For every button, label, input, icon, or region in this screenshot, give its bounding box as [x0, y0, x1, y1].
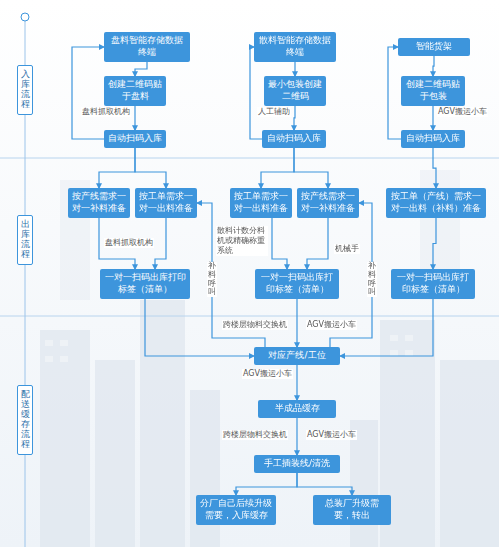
flow-arrow	[294, 62, 295, 77]
box-text: 出库流程	[21, 220, 30, 260]
annotation-label: 跨楼层物料交换机	[222, 320, 288, 330]
box-text: 分厂自己后续升级需要，入库缓存	[200, 498, 272, 521]
box-text: 手工插装线/清洗	[258, 458, 336, 470]
process-box: 半成品缓存	[258, 400, 336, 418]
box-text: 创建二维码贴于包装	[405, 79, 461, 102]
flow-arrow	[433, 56, 434, 77]
process-box: 按产线需求一对一补料准备	[68, 188, 130, 217]
process-box: 盘料智能存储数据终端	[104, 32, 190, 61]
annotation-label: 机械手	[334, 244, 360, 254]
process-box: 分厂自己后续升级需要，入库缓存	[196, 495, 276, 524]
flow-arrow	[388, 47, 401, 139]
flow-arrow	[307, 218, 328, 270]
process-box: 按工单需求一对一出料准备	[230, 188, 292, 217]
annotation-label: 跨楼层物料交换机	[222, 430, 288, 440]
annotation-label: AGV搬运小车	[306, 320, 357, 330]
flow-arrow	[155, 218, 166, 270]
flow-arrow	[272, 218, 287, 270]
flow-arrow	[261, 148, 294, 189]
box-text: 按工单需求一对一出料准备	[234, 191, 288, 214]
process-box: 创建二维码贴于包装	[401, 76, 465, 105]
box-text: 按产线需求一对一补料准备	[72, 191, 126, 214]
annotation-label: 散料计数分料机或精确称重系统	[216, 226, 268, 256]
process-box: 散料智能存储数据终端	[254, 32, 336, 61]
edge-label: AGV搬运小车	[437, 107, 488, 117]
process-box: 按工单（产线）需求一对一出料（补料）准备	[386, 188, 486, 217]
box-text: 自动扫码入库	[108, 133, 162, 145]
process-box: 自动扫码入库	[104, 130, 166, 148]
process-box: 一对一扫码出库打印标签（清单）	[100, 269, 190, 298]
process-box: 总装厂升级需要，转出	[313, 495, 391, 524]
box-text: 入库流程	[21, 70, 30, 110]
process-box: 自动扫码入库	[401, 130, 465, 148]
flow-arrow	[433, 218, 436, 270]
process-box: 按工单需求一对一出料准备	[135, 188, 197, 217]
annotation-label: AGV搬运小车	[306, 430, 357, 440]
process-box: 一对一扫码出库打印标签（清单）	[391, 269, 475, 298]
stage-label-box: 入库流程	[17, 65, 33, 115]
flow-arrow	[296, 418, 297, 455]
box-text: 散料智能存储数据终端	[258, 35, 332, 58]
flow-arrow	[296, 299, 297, 348]
process-box: 最小包装创建二维码	[264, 76, 326, 105]
flow-arrow	[135, 62, 147, 77]
flow-arrow	[294, 148, 328, 189]
annotation-label: 补料呼叫	[207, 262, 217, 297]
box-text: 最小包装创建二维码	[268, 79, 322, 102]
edge-label: 人工辅助	[257, 107, 291, 117]
flow-arrow	[135, 148, 166, 189]
process-box: 对应产线/工位	[254, 347, 340, 365]
edge-label: 盘料抓取机构	[81, 107, 131, 117]
box-text: 按工单需求一对一出料准备	[139, 191, 193, 214]
box-text: 自动扫码入库	[405, 133, 461, 145]
box-text: 一对一扫码出库打印标签（清单）	[259, 272, 335, 295]
box-text: 半成品缓存	[262, 403, 332, 415]
box-text: 按产线需求一对一补料准备	[301, 191, 355, 214]
stage-label-box: 配送缓存流程	[17, 385, 33, 454]
process-box: 自动扫码入库	[262, 130, 326, 148]
flow-arrow	[432, 106, 433, 131]
process-box: 一对一扫码出库打印标签（清单）	[255, 269, 339, 298]
box-text: 一对一扫码出库打印标签（清单）	[104, 272, 186, 295]
box-text: 按工单（产线）需求一对一出料（补料）准备	[390, 191, 482, 214]
box-text: 总装厂升级需要，转出	[317, 498, 387, 521]
flow-arrow	[294, 106, 295, 131]
box-text: 自动扫码入库	[266, 133, 322, 145]
process-box: 按产线需求一对一补料准备	[297, 188, 359, 217]
process-box: 创建二维码贴于盘料	[104, 76, 166, 105]
flow-arrow	[99, 148, 135, 189]
edge-label: AGV搬运小车	[242, 369, 293, 379]
box-text: 创建二维码贴于盘料	[108, 79, 162, 102]
flow-arrow	[297, 473, 352, 496]
box-text: 对应产线/工位	[258, 350, 336, 362]
process-box: 手工插装线/清洗	[254, 455, 340, 473]
box-text: 盘料智能存储数据终端	[108, 35, 186, 58]
box-text: 配送缓存流程	[21, 390, 30, 449]
flow-arrow	[296, 365, 297, 400]
flow-arrow	[236, 473, 297, 496]
box-text: 智能货架	[402, 41, 466, 53]
flow-arrow	[433, 148, 436, 189]
flow-arrow	[134, 106, 135, 131]
annotation-label: 盘料抓取机构	[104, 238, 154, 248]
process-box: 智能货架	[398, 38, 470, 56]
stage-label-box: 出库流程	[17, 215, 33, 265]
annotation-label: 补料呼叫	[367, 262, 377, 297]
flow-arrow	[72, 47, 104, 139]
box-text: 一对一扫码出库打印标签（清单）	[395, 272, 471, 295]
